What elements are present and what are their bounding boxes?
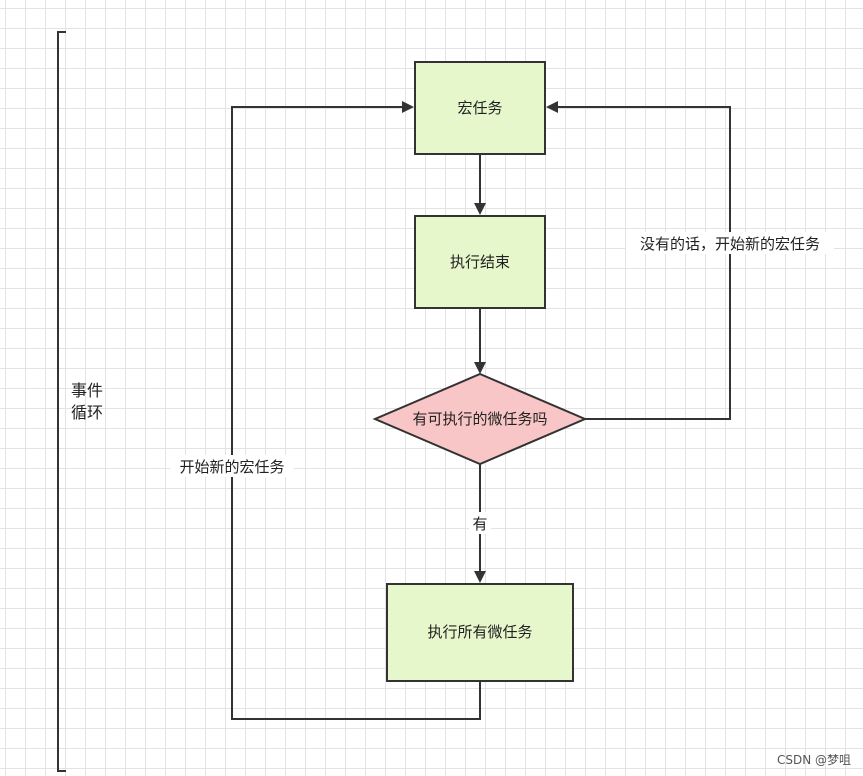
edge-loop-label-bg [170, 455, 294, 477]
edge-decision-no [546, 101, 731, 420]
watermark-text: CSDN @梦咀 [776, 753, 851, 767]
node-has-micro-label: 有可执行的微任务吗 [412, 410, 547, 428]
node-exec-all-micro-label: 执行所有微任务 [427, 623, 532, 641]
bracket-label-line1: 事件 [71, 381, 103, 400]
event-loop-bracket [57, 31, 66, 772]
edge-yes-label-bg [469, 512, 491, 534]
edge-yes-label: 有 [472, 515, 487, 533]
edge-loop-label: 开始新的宏任务 [179, 458, 284, 476]
bracket-label-line2: 循环 [71, 403, 103, 422]
node-exec-done-label: 执行结束 [450, 253, 510, 271]
node-macro-task-label: 宏任务 [457, 99, 502, 117]
edge-no-label: 没有的话，开始新的宏任务 [640, 235, 820, 253]
node-exec-all-micro [386, 583, 574, 682]
node-macro-task [414, 61, 546, 155]
node-has-micro-decision [372, 372, 588, 466]
node-exec-done [414, 215, 546, 309]
edge-loop-back [231, 101, 481, 720]
edge-no-label-bg [626, 232, 834, 254]
